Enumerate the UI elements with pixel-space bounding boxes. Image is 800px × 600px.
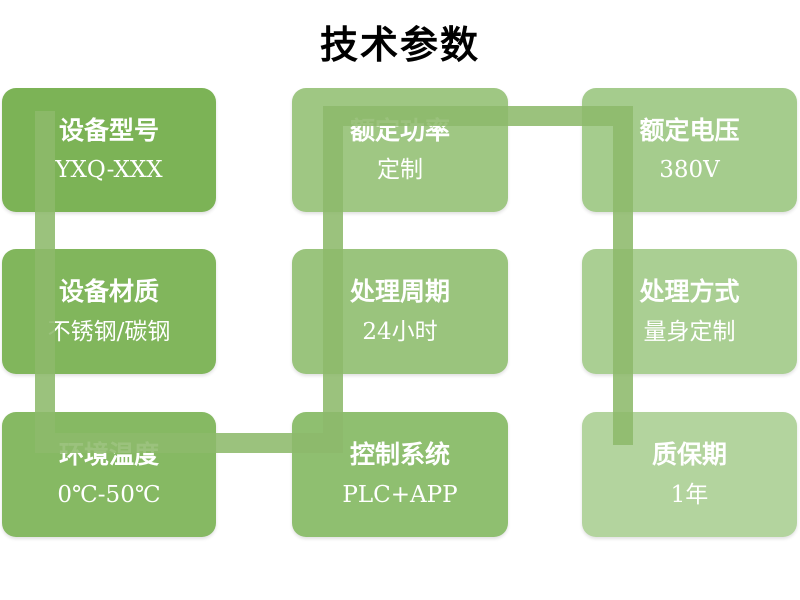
param-value: YXQ-XXX [55, 157, 163, 184]
param-label: 控制系统 [349, 440, 450, 470]
param-value: 0℃-50℃ [57, 481, 161, 508]
page-title: 技术参数 [319, 23, 480, 67]
flow-connector-bottom-horizontal [35, 433, 343, 453]
param-value: 定制 [377, 157, 423, 184]
param-value: 量身定制 [643, 318, 736, 345]
param-value: PLC+APP [342, 481, 458, 508]
param-label: 额定电压 [639, 115, 740, 145]
param-label: 处理周期 [349, 277, 450, 307]
param-label: 处理方式 [639, 277, 740, 307]
param-value: 380V [659, 157, 720, 184]
param-value: 24小时 [362, 318, 438, 345]
param-label: 质保期 [651, 440, 727, 470]
param-label: 设备材质 [58, 277, 159, 307]
param-value: 不锈钢/碳钢 [47, 318, 171, 345]
flow-connector-top-horizontal [323, 106, 633, 126]
param-value: 1年 [670, 481, 709, 508]
param-label: 设备型号 [58, 115, 159, 145]
flow-connector-left-vertical [35, 111, 55, 433]
flow-connector-right-vertical [613, 126, 633, 445]
flow-connector-middle-vertical [323, 126, 343, 433]
